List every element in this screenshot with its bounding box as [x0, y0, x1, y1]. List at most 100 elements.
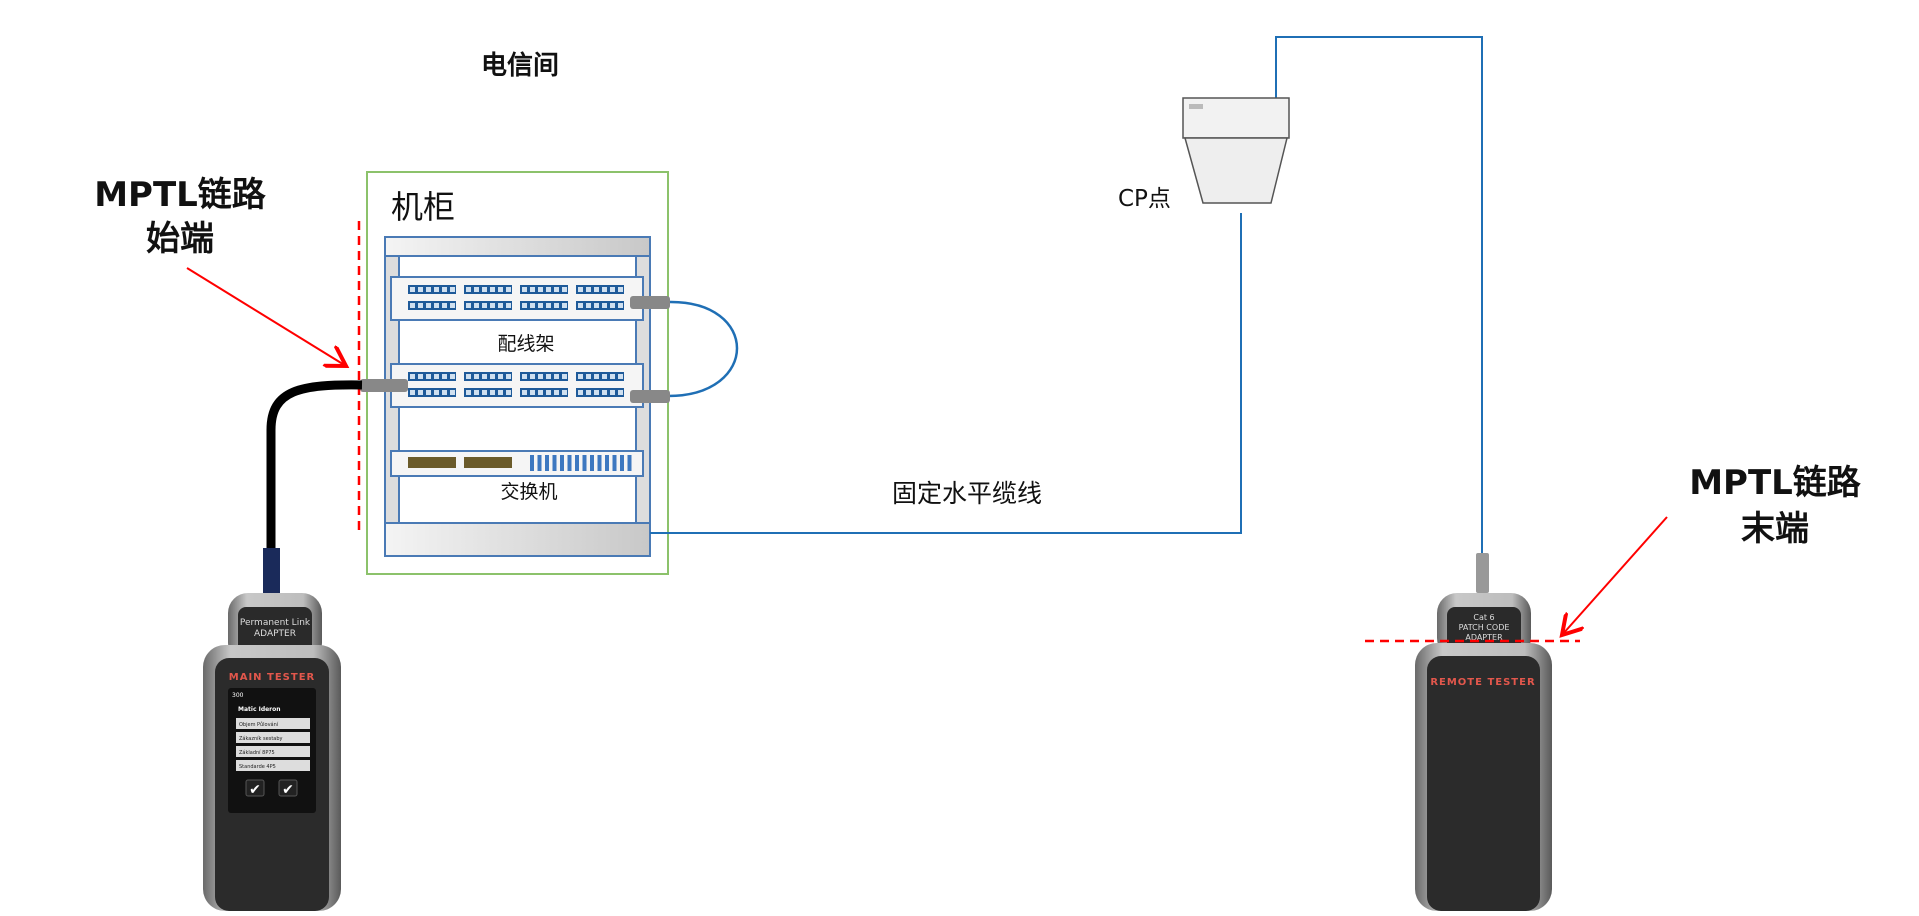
port-block: [408, 301, 456, 310]
sfp-port: [582, 455, 587, 471]
end-label-line2: 末端: [1741, 509, 1809, 549]
port: [618, 390, 623, 395]
port: [418, 303, 423, 308]
horizontal-cable: [650, 213, 1242, 534]
patch-panel-label: 配线架: [497, 333, 554, 355]
port: [578, 287, 583, 292]
port: [538, 390, 543, 395]
port: [466, 287, 471, 292]
port: [578, 374, 583, 379]
port: [538, 287, 543, 292]
port: [434, 303, 439, 308]
port-block: [576, 285, 624, 294]
port: [506, 374, 511, 379]
port-block: [520, 301, 568, 310]
port: [522, 390, 527, 395]
port: [554, 287, 559, 292]
port: [442, 303, 447, 308]
sfp-port: [567, 455, 572, 471]
room-title: 电信间: [481, 51, 559, 81]
panel-frame: [390, 276, 644, 321]
switch-ports: [464, 457, 512, 468]
cabinet-label: 机柜: [391, 188, 455, 226]
horizontal-cable-label: 固定水平缆线: [892, 479, 1042, 508]
port: [546, 374, 551, 379]
port: [618, 374, 623, 379]
port: [490, 374, 495, 379]
end-arrow: [1562, 516, 1668, 635]
port: [410, 287, 415, 292]
port-block: [464, 388, 512, 397]
sfp-port: [537, 455, 542, 471]
port: [602, 303, 607, 308]
test-cable: [266, 380, 363, 555]
port: [482, 287, 487, 292]
menu-item[interactable]: [236, 746, 310, 757]
patch-cord: [667, 300, 739, 398]
port: [586, 390, 591, 395]
menu-item[interactable]: [236, 732, 310, 743]
cable-boot: [263, 548, 280, 593]
menu-item-label: Základní 8P75: [239, 749, 275, 756]
port: [530, 390, 535, 395]
port: [410, 390, 415, 395]
screen-status: 300: [232, 692, 244, 699]
port: [562, 390, 567, 395]
port: [530, 287, 535, 292]
menu-item[interactable]: [236, 760, 310, 771]
port: [426, 287, 431, 292]
port: [522, 374, 527, 379]
port: [538, 374, 543, 379]
port-block: [520, 372, 568, 381]
adapter-text-1: Permanent Link: [240, 618, 311, 628]
cp-cable: [1275, 36, 1483, 555]
port: [610, 390, 615, 395]
port: [426, 374, 431, 379]
cp-label: CP点: [1118, 186, 1171, 212]
port: [610, 374, 615, 379]
port: [602, 390, 607, 395]
port: [434, 374, 439, 379]
port: [426, 303, 431, 308]
port: [530, 374, 535, 379]
menu-item-label: Zákazník sestaby: [239, 735, 283, 742]
switch: [390, 450, 644, 477]
sfp-port: [545, 455, 549, 471]
port: [418, 390, 423, 395]
rj45-plug: [630, 390, 670, 403]
main-tester-title: MAIN TESTER: [229, 672, 315, 683]
remote-adapter-text-2: PATCH CODE: [1459, 623, 1510, 632]
port: [530, 303, 535, 308]
port: [522, 303, 527, 308]
port: [594, 390, 599, 395]
port: [490, 287, 495, 292]
port: [490, 303, 495, 308]
port: [450, 374, 455, 379]
cp-box: [1182, 97, 1290, 204]
remote-adapter-text-1: Cat 6: [1473, 613, 1494, 622]
switch-label: 交换机: [500, 481, 557, 503]
port: [410, 303, 415, 308]
port: [474, 390, 479, 395]
port: [562, 287, 567, 292]
port: [482, 303, 487, 308]
port: [466, 390, 471, 395]
check-icon[interactable]: ✔: [249, 782, 261, 798]
end-label-line1: MPTL链路: [1689, 463, 1862, 503]
port: [474, 303, 479, 308]
port: [594, 303, 599, 308]
remote-tester-title: REMOTE TESTER: [1430, 677, 1535, 688]
start-arrow: [186, 267, 346, 366]
port: [474, 374, 479, 379]
port: [578, 303, 583, 308]
menu-item[interactable]: [236, 718, 310, 729]
port: [442, 287, 447, 292]
port: [450, 287, 455, 292]
check-icon[interactable]: ✔: [282, 782, 294, 798]
start-label-line2: 始端: [146, 219, 214, 259]
port: [482, 390, 487, 395]
sfp-port: [627, 455, 632, 471]
port: [586, 287, 591, 292]
port-block: [576, 372, 624, 381]
